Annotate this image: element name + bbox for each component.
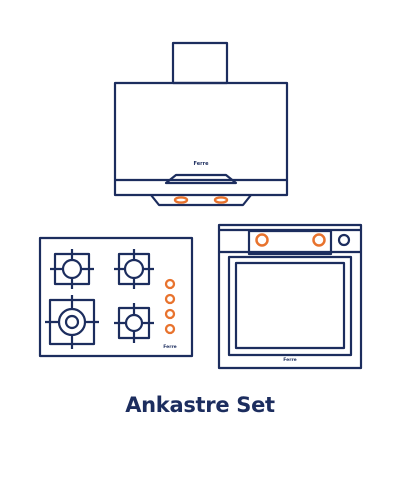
hood-brand-logo: Ferre [194, 161, 210, 167]
gas-hob-icon [38, 236, 194, 358]
hob-knob-1 [164, 278, 176, 290]
hob-knob-2 [164, 293, 176, 305]
hob-brand-logo: Ferre [163, 344, 176, 350]
oven-display-icon [337, 233, 351, 247]
oven-brand-logo: Ferre [283, 357, 296, 363]
hood-chimney [171, 41, 229, 85]
hood-handle [164, 173, 238, 185]
oven-knob-left [255, 233, 269, 247]
hob-plate [38, 236, 194, 358]
hood-light-left [173, 196, 189, 204]
hob-knob-4 [164, 323, 176, 335]
oven-body [217, 223, 363, 370]
hob-knobs [164, 278, 176, 335]
burner-bottom-right [114, 303, 154, 343]
hood-bottom [150, 194, 252, 207]
oven-knob-right [312, 233, 326, 247]
burner-top-right [114, 249, 154, 289]
range-hood-icon [113, 41, 289, 207]
built-in-oven-icon [217, 223, 363, 370]
hood-body [113, 81, 289, 197]
hob-knob-3 [164, 308, 176, 320]
oven-control-panel [247, 229, 333, 256]
burner-top-left [50, 249, 94, 289]
hood-light-right [213, 196, 229, 204]
burner-bottom-left [45, 295, 99, 349]
page-title: Ankastre Set [125, 393, 275, 417]
oven-door [227, 255, 353, 357]
oven-window [234, 261, 346, 350]
